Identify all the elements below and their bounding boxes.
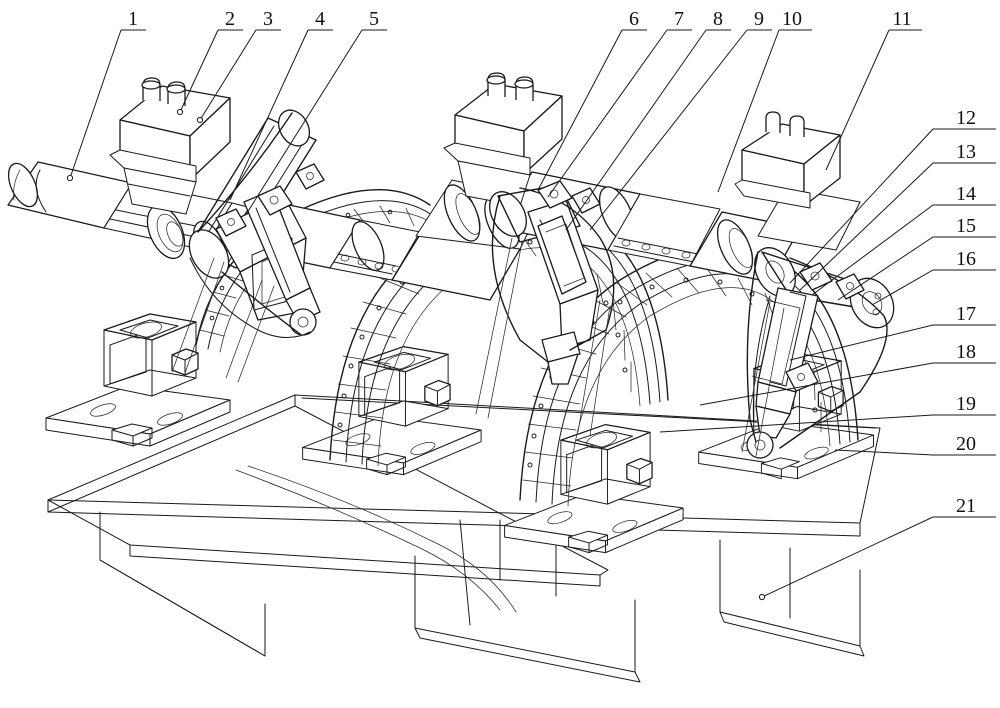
callout-number-18: 18 (956, 341, 976, 363)
callout-number-10: 10 (782, 8, 802, 30)
leader-line-20 (834, 449, 963, 456)
gearbox-left (109, 77, 231, 215)
callout-number-17: 17 (956, 303, 976, 325)
leader-line-10 (717, 29, 780, 193)
leader-dot-3 (196, 116, 204, 124)
leader-line-8 (565, 29, 707, 231)
callout-13: 13 (799, 141, 996, 291)
leader-line-11 (825, 29, 890, 171)
callout-20: 20 (834, 433, 996, 456)
leader-line-13 (799, 162, 963, 291)
leader-line-15 (837, 236, 963, 301)
callout-number-12: 12 (956, 107, 976, 129)
callout-19: 19 (659, 393, 996, 433)
callout-number-8: 8 (713, 8, 723, 30)
callout-number-19: 19 (956, 393, 976, 415)
callout-number-20: 20 (956, 433, 976, 455)
callout-number-16: 16 (956, 248, 976, 270)
callout-number-2: 2 (225, 8, 235, 30)
callout-21: 21 (761, 495, 996, 598)
gearbox-middle (443, 72, 563, 207)
callout-number-11: 11 (892, 8, 911, 30)
callout-16: 16 (871, 248, 996, 306)
pedestal-base-1 (45, 313, 231, 447)
callout-4: 4 (229, 8, 333, 201)
callout-1: 1 (69, 8, 146, 179)
leader-line-2 (179, 29, 219, 113)
leader-line-17 (789, 324, 963, 361)
leader-line-21 (761, 516, 963, 598)
support-struts (171, 237, 785, 457)
callout-number-5: 5 (369, 8, 379, 30)
belt-linkage-1 (188, 109, 325, 338)
callout-5: 5 (246, 8, 387, 214)
callout-number-7: 7 (674, 8, 684, 30)
leader-line-7 (547, 29, 668, 198)
pedestal-base-2 (302, 345, 482, 476)
callout-18: 18 (699, 341, 996, 406)
leader-line-1 (69, 29, 122, 179)
leader-line-16 (871, 269, 963, 306)
callout-12: 12 (789, 107, 996, 284)
callout-number-9: 9 (754, 8, 764, 30)
leader-line-14 (811, 204, 963, 296)
leader-line-18 (699, 362, 963, 406)
leader-dot-4 (758, 593, 766, 601)
leader-dot-2 (176, 108, 184, 116)
leader-line-19 (659, 414, 963, 433)
callout-3: 3 (199, 8, 281, 121)
pedestal-base-3 (504, 423, 684, 554)
callout-7: 7 (547, 8, 692, 198)
leader-line-5 (246, 29, 363, 214)
leader-line-12 (789, 128, 963, 284)
callout-8: 8 (565, 8, 731, 231)
callout-11: 11 (825, 8, 922, 171)
callout-number-4: 4 (315, 8, 325, 30)
callout-number-14: 14 (956, 183, 976, 205)
callout-6: 6 (537, 8, 647, 191)
callout-number-21: 21 (956, 495, 976, 517)
callout-17: 17 (789, 303, 996, 361)
leader-line-3 (199, 29, 257, 121)
callout-14: 14 (811, 183, 996, 296)
leader-line-4 (229, 29, 309, 201)
callout-number-6: 6 (629, 8, 639, 30)
callout-number-3: 3 (263, 8, 273, 30)
leader-line-6 (537, 29, 623, 191)
leader-line-9 (589, 29, 748, 231)
callout-number-1: 1 (128, 8, 138, 30)
gearbox-right (734, 111, 841, 209)
callout-2: 2 (179, 8, 243, 113)
leader-dot-1 (66, 174, 74, 182)
callout-number-15: 15 (956, 215, 976, 237)
callout-number-13: 13 (956, 141, 976, 163)
belt-linkage-2 (489, 180, 615, 385)
callout-15: 15 (837, 215, 996, 301)
callout-9: 9 (589, 8, 772, 231)
callout-10: 10 (717, 8, 812, 193)
